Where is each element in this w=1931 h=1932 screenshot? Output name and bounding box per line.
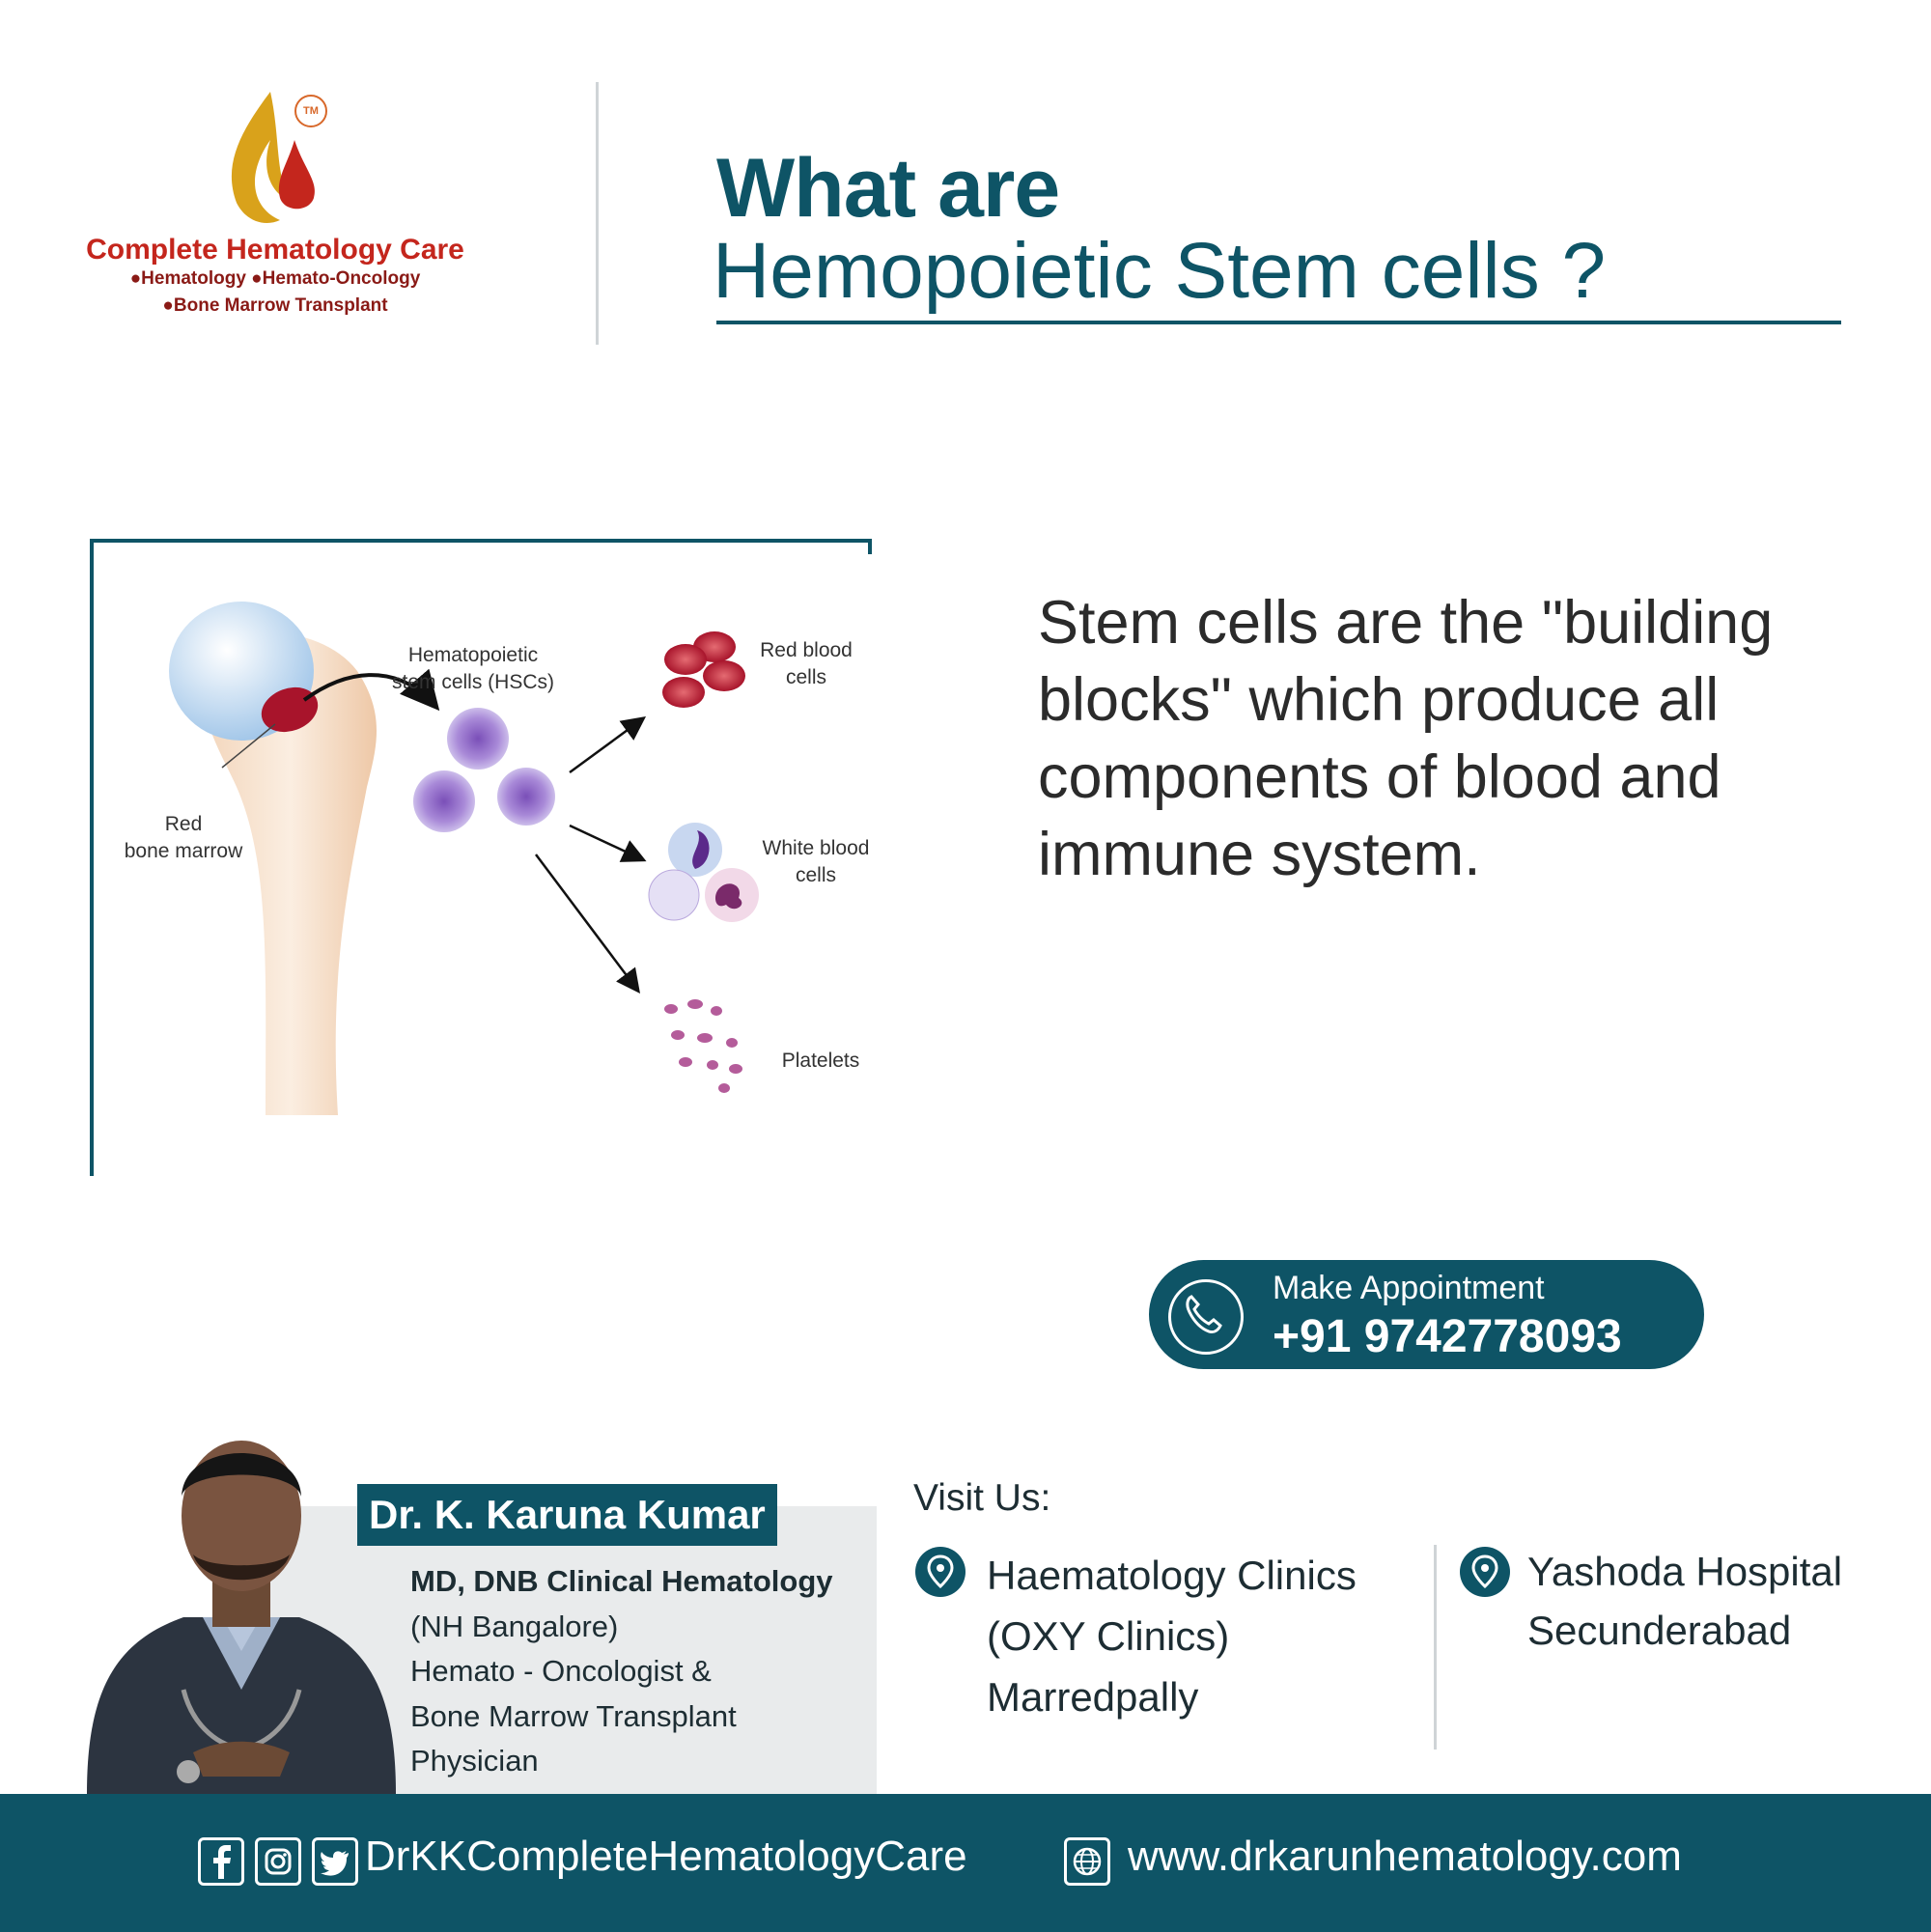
doctor-photo xyxy=(77,1400,406,1794)
doctor-degree: MD, DNB Clinical Hematology xyxy=(410,1564,833,1598)
title-underline xyxy=(716,321,1841,324)
visit-title: Visit Us: xyxy=(913,1477,1051,1519)
location-pin-icon xyxy=(1460,1547,1510,1597)
doctor-details: MD, DNB Clinical Hematology (NH Bangalor… xyxy=(410,1559,874,1784)
brand-logo: TM Complete Hematology Care ●Hematology … xyxy=(68,87,483,338)
instagram-icon[interactable] xyxy=(255,1837,301,1886)
logo-subtitle-1: ●Hematology ●Hemato-Oncology xyxy=(129,268,421,289)
diagram-illustration xyxy=(169,602,759,1115)
globe-icon xyxy=(1064,1837,1110,1886)
diagram-frame-corner xyxy=(868,539,872,554)
doctor-name: Dr. K. Karuna Kumar xyxy=(357,1484,777,1546)
visit-divider xyxy=(1434,1545,1437,1750)
doctor-role-3: Physician xyxy=(410,1744,539,1778)
flame-drop-icon xyxy=(231,92,315,223)
facebook-icon[interactable] xyxy=(198,1837,244,1886)
diagram-frame-left xyxy=(90,539,94,1176)
page-title-line-2: Hemopoietic Stem cells ? xyxy=(713,227,1607,315)
appointment-label: Make Appointment xyxy=(1273,1270,1545,1306)
twitter-icon[interactable] xyxy=(312,1837,358,1886)
make-appointment-button[interactable]: Make Appointment +91 9742778093 xyxy=(1149,1260,1704,1369)
doctor-role-2: Bone Marrow Transplant xyxy=(410,1698,737,1733)
website-link[interactable]: www.drkarunhematology.com xyxy=(1128,1833,1682,1880)
location-yashoda-hospital: Yashoda Hospital Secunderabad xyxy=(1527,1549,1843,1653)
doctor-role-1: Hemato - Oncologist & xyxy=(410,1654,712,1688)
footer-bar xyxy=(0,1794,1931,1932)
page-title-line-1: What are xyxy=(716,142,1060,235)
description-text: Stem cells are the "building blocks" whi… xyxy=(1038,589,1774,888)
logo-name: Complete Hematology Care xyxy=(86,234,464,266)
logo-subtitle-2: ●Bone Marrow Transplant xyxy=(162,295,388,316)
platelets-label: Platelets xyxy=(781,1050,860,1072)
phone-icon xyxy=(1168,1279,1244,1355)
trademark-badge: TM xyxy=(294,95,327,127)
diagram-frame-top xyxy=(90,539,872,543)
location-haematology-clinics: Haematology Clinics (OXY Clinics) Marred… xyxy=(987,1553,1357,1720)
social-handle[interactable]: DrKKCompleteHematologyCare xyxy=(365,1833,967,1880)
location-pin-icon xyxy=(915,1547,966,1597)
appointment-phone: +91 9742778093 xyxy=(1273,1311,1622,1362)
doctor-institute: (NH Bangalore) xyxy=(410,1609,619,1643)
header-divider xyxy=(596,82,599,345)
